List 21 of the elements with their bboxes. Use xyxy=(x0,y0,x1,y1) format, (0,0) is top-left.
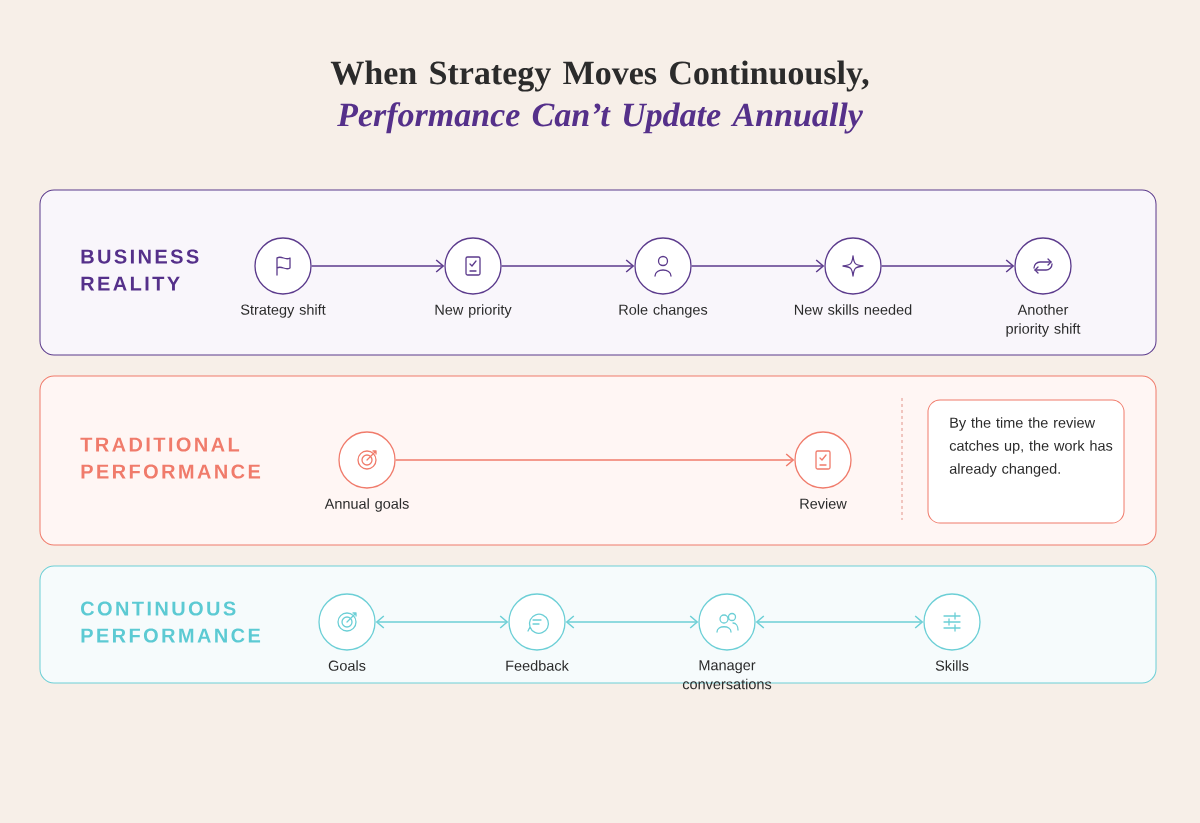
node-label: Role changes xyxy=(619,304,708,318)
arrow xyxy=(500,259,635,273)
node-label: Strategy shift xyxy=(240,304,326,318)
callout-box: By the time the review catches up, the work has already changed. xyxy=(927,399,1125,524)
arrow xyxy=(394,453,795,467)
arrow xyxy=(310,259,445,273)
node-label: Feedback xyxy=(506,660,569,671)
title: When Strategy Moves Continuously, Performance Can’t Update Annually xyxy=(330,60,869,134)
node-label: Another priority shift xyxy=(1006,304,1081,337)
arrow xyxy=(690,259,825,273)
node-label: New priority xyxy=(435,304,512,318)
arrow xyxy=(755,615,924,629)
node-label: Goals xyxy=(328,660,366,671)
arrow xyxy=(880,259,1015,273)
node-label: Skills xyxy=(935,660,969,671)
node-label: Annual goals xyxy=(324,498,409,512)
arrow xyxy=(375,615,509,629)
node-label: New skills needed xyxy=(794,304,912,315)
arrow xyxy=(565,615,699,629)
node-label: Manager conversations xyxy=(682,660,772,690)
node-label: Review xyxy=(800,498,847,509)
